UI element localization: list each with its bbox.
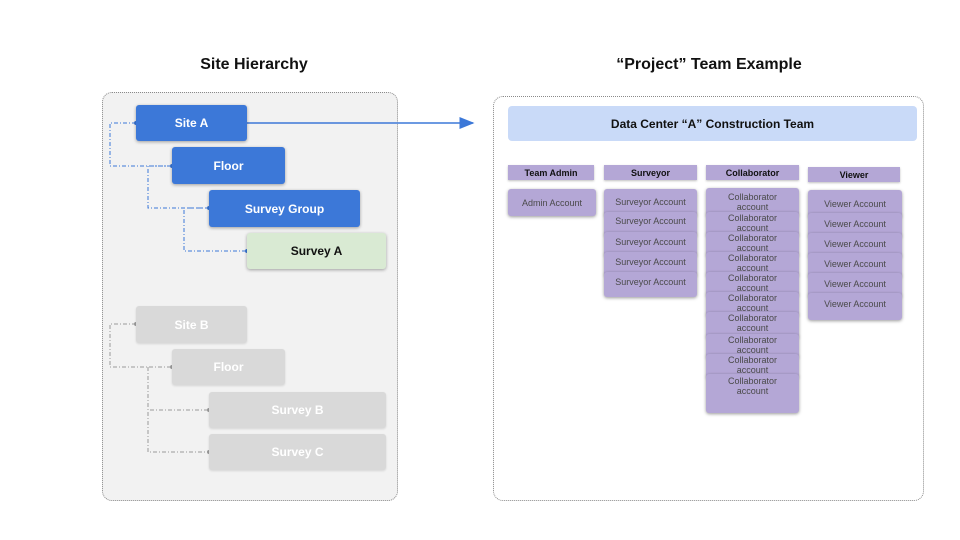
viewer-account-card[interactable]: Viewer Account [808,190,902,217]
viewer-account-card[interactable]: Viewer Account [808,293,902,320]
survey-c-node[interactable]: Survey C [209,434,386,470]
survey-b-node[interactable]: Survey B [209,392,386,428]
surveyor-account-card[interactable]: Surveyor Account [604,272,697,297]
column-header-team-admin: Team Admin [508,165,594,180]
column-header-surveyor: Surveyor [604,165,697,180]
site-hierarchy-heading: Site Hierarchy [200,56,308,73]
admin-account-card[interactable]: Admin Account [508,189,596,216]
column-header-collaborator: Collaborator [706,165,799,180]
team-banner: Data Center “A” Construction Team [508,106,917,141]
site-b-node[interactable]: Site B [136,306,247,343]
floor-b-node[interactable]: Floor [172,349,285,385]
survey-a-node[interactable]: Survey A [247,233,386,269]
collaborator-account-card[interactable]: Collaborator account [706,312,799,338]
column-header-viewer: Viewer [808,167,900,182]
site-a-node[interactable]: Site A [136,105,247,141]
collaborator-account-card[interactable]: Collaborator account [706,374,799,413]
floor-a-node[interactable]: Floor [172,147,285,184]
survey-group-node[interactable]: Survey Group [209,190,360,227]
surveyor-account-card[interactable]: Surveyor Account [604,189,697,216]
team-example-heading: “Project” Team Example [616,56,802,73]
collaborator-account-card[interactable]: Collaborator account [706,188,799,216]
